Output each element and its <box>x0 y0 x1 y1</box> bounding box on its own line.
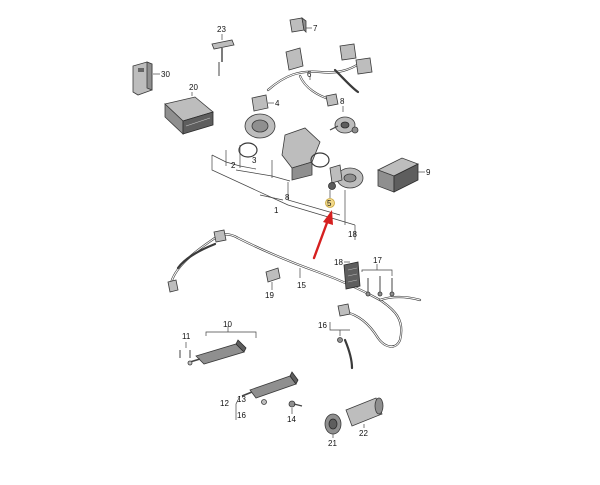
label-4: 4 <box>275 99 280 108</box>
label-14: 14 <box>287 415 296 424</box>
label-11: 11 <box>182 332 191 341</box>
part-9-relay-box[interactable] <box>377 157 425 193</box>
label-7: 7 <box>313 24 318 33</box>
label-1: 1 <box>274 206 279 215</box>
part-16-fitting[interactable] <box>329 322 350 343</box>
pump-motor-assembly[interactable] <box>238 113 330 181</box>
part-21-cap[interactable] <box>324 413 342 438</box>
pointer-arrow <box>312 210 333 260</box>
label-8-upper: 8 <box>340 97 345 106</box>
label-9: 9 <box>426 168 431 177</box>
label-18-left: 18 <box>334 258 343 267</box>
label-8-mid: 8 <box>285 193 290 202</box>
label-6: 6 <box>307 70 312 79</box>
label-22: 22 <box>359 429 368 438</box>
part-14-bolt[interactable] <box>288 400 303 414</box>
label-23: 23 <box>217 25 226 34</box>
label-30: 30 <box>161 70 170 79</box>
bracket-lines-upper <box>211 145 356 240</box>
part-19-grommet[interactable] <box>265 267 281 290</box>
part-12-strut-lower[interactable] <box>235 371 299 420</box>
part-4-connector[interactable] <box>251 94 274 112</box>
part-17-fittings[interactable] <box>361 264 395 297</box>
label-12: 12 <box>220 399 229 408</box>
label-5: 5 <box>327 199 332 208</box>
label-16-right: 16 <box>318 321 327 330</box>
label-3: 3 <box>252 156 257 165</box>
part-8-sensor[interactable] <box>329 106 359 134</box>
label-20: 20 <box>189 83 198 92</box>
part-23-connector[interactable] <box>211 34 235 76</box>
part-7-relay[interactable] <box>289 17 312 33</box>
label-13: 13 <box>237 395 246 404</box>
label-21: 21 <box>328 439 337 448</box>
part-18-connector-block[interactable] <box>343 261 361 290</box>
part-6-wiring-harness[interactable] <box>266 43 373 107</box>
part-11-clip[interactable] <box>179 342 191 358</box>
part-5-pressure-sensor[interactable] <box>325 164 364 208</box>
label-17: 17 <box>373 256 382 265</box>
part-10-strut-upper[interactable] <box>187 326 257 366</box>
part-20-module[interactable] <box>164 92 214 135</box>
label-18-upper: 18 <box>348 230 357 239</box>
part-22-sleeve[interactable] <box>345 397 384 428</box>
label-2: 2 <box>231 161 236 170</box>
label-16-lower: 16 <box>237 411 246 420</box>
label-15: 15 <box>297 281 306 290</box>
part-30-control-unit[interactable] <box>132 61 160 96</box>
main-wiring-harness[interactable] <box>167 229 422 370</box>
label-19: 19 <box>265 291 274 300</box>
label-10: 10 <box>223 320 232 329</box>
